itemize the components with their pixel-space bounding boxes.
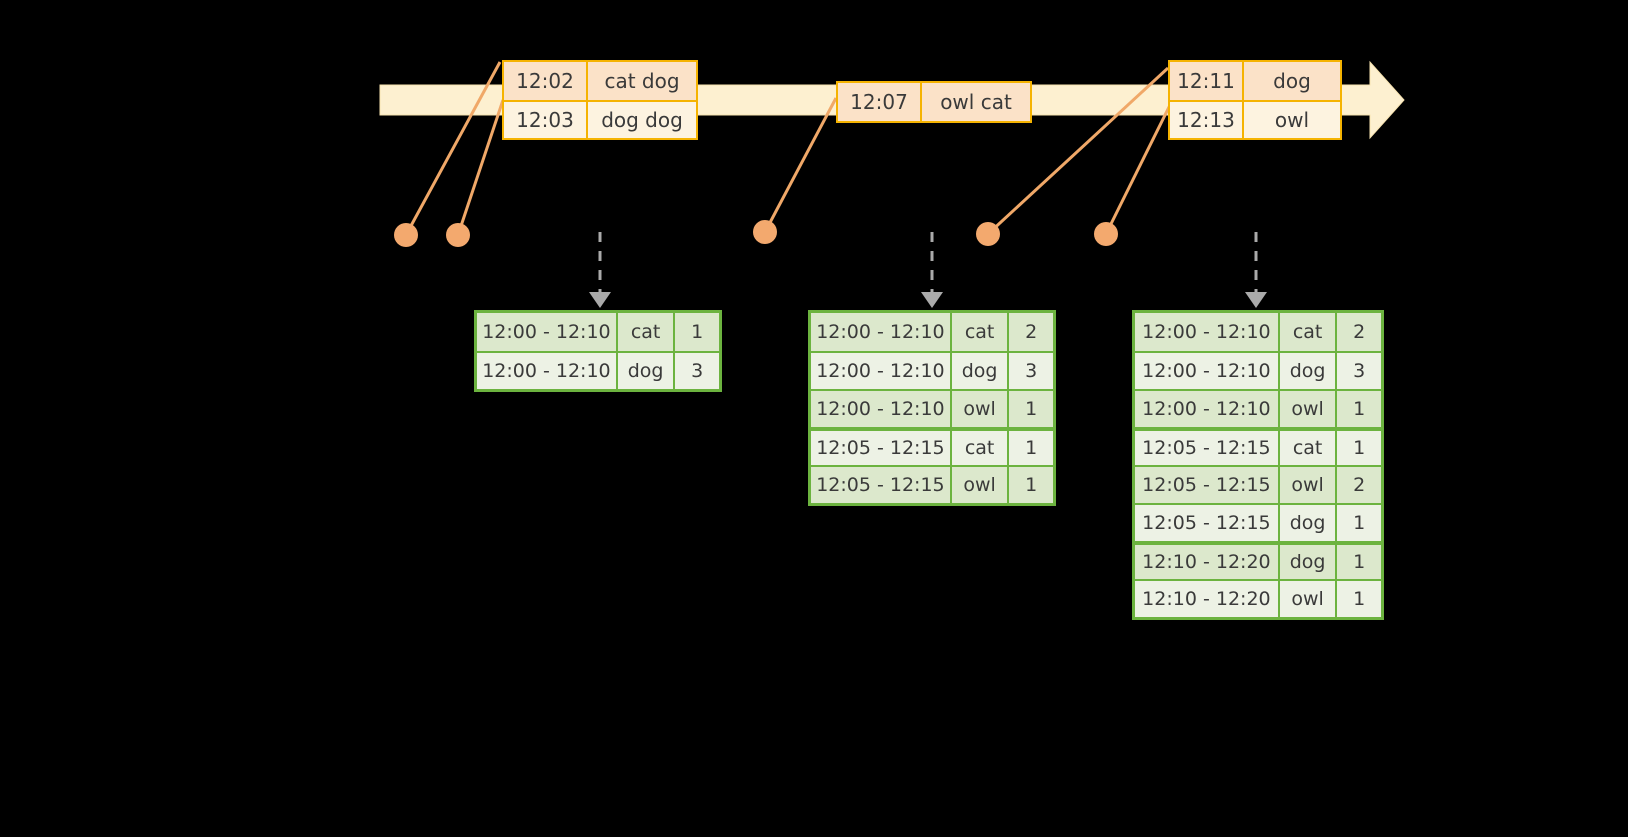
cell-word: owl	[1280, 581, 1338, 617]
cell-count: 2	[1025, 321, 1038, 343]
emit-dot-2	[446, 223, 470, 247]
cell-count: 3	[1025, 360, 1038, 382]
cell-count: 1	[691, 321, 704, 343]
cell-word: dog	[618, 353, 676, 389]
cell-word: cat	[1280, 313, 1338, 351]
stream-event-row[interactable]: 12:11 dog	[1170, 62, 1340, 100]
cell-word: dog	[1280, 353, 1338, 389]
stream-event-row[interactable]: 12:13 owl	[1170, 100, 1340, 138]
cell-word: owl	[1280, 467, 1338, 503]
cell-window: 12:00 - 12:10	[1135, 353, 1280, 389]
event-timestamp: 12:02	[504, 62, 588, 100]
event-timestamp: 12:07	[838, 83, 922, 121]
down-arrow-table-3-head	[1245, 292, 1267, 308]
cell-count: 1	[1353, 398, 1366, 420]
table-down-arrows	[589, 232, 1267, 308]
cell-count: 1	[1353, 551, 1366, 573]
cell-window: 12:00 - 12:10	[477, 313, 618, 351]
down-arrow-table-1-head	[589, 292, 611, 308]
cell-word: dog	[1280, 545, 1338, 579]
cell-window: 12:10 - 12:20	[1135, 545, 1280, 579]
stream-event-group-3[interactable]: 12:11 dog 12:13 owl	[1168, 60, 1342, 140]
stream-event-row[interactable]: 12:07 owl cat	[838, 83, 1030, 121]
cell-word: dog	[952, 353, 1010, 389]
cell-count: 1	[1025, 398, 1038, 420]
cell-word: cat	[952, 313, 1010, 351]
cell-count: 1	[1353, 512, 1366, 534]
event-words: cat dog	[604, 69, 680, 93]
cell-window: 12:10 - 12:20	[1135, 581, 1280, 617]
event-timestamp: 12:03	[504, 102, 588, 138]
event-words: owl cat	[940, 90, 1012, 114]
cell-window: 12:00 - 12:10	[1135, 313, 1280, 351]
connector-line-1	[404, 61, 502, 236]
cell-word: cat	[952, 431, 1010, 465]
event-words: dog dog	[601, 108, 683, 132]
cell-count: 1	[1025, 437, 1038, 459]
cell-window: 12:05 - 12:15	[1135, 431, 1280, 465]
stream-event-group-1[interactable]: 12:02 cat dog 12:03 dog dog	[502, 60, 698, 140]
cell-count: 3	[1353, 360, 1366, 382]
stream-event-row[interactable]: 12:02 cat dog	[504, 62, 696, 100]
cell-count: 2	[1353, 321, 1366, 343]
cell-word: owl	[1280, 391, 1338, 427]
cell-window: 12:00 - 12:10	[811, 391, 952, 427]
cell-window: 12:05 - 12:15	[811, 467, 952, 503]
emit-dot-4	[976, 222, 1000, 246]
cell-count: 1	[1025, 474, 1038, 496]
connector-line-5	[1104, 104, 1172, 235]
cell-window: 12:00 - 12:10	[477, 353, 618, 389]
connector-line-2	[456, 99, 505, 236]
cell-window: 12:00 - 12:10	[811, 353, 952, 389]
event-timestamp: 12:13	[1170, 102, 1244, 138]
down-arrow-table-2-head	[921, 292, 943, 308]
cell-window: 12:05 - 12:15	[1135, 467, 1280, 503]
cell-word: cat	[618, 313, 676, 351]
cell-window: 12:00 - 12:10	[1135, 391, 1280, 427]
event-words: dog	[1273, 69, 1311, 93]
cell-word: cat	[1280, 431, 1338, 465]
stream-event-row[interactable]: 12:03 dog dog	[504, 100, 696, 138]
event-words: owl	[1274, 108, 1310, 132]
cell-count: 1	[1353, 588, 1366, 610]
cell-count: 1	[1353, 437, 1366, 459]
event-emit-dots	[394, 220, 1118, 247]
emit-dot-1	[394, 223, 418, 247]
cell-count: 3	[691, 360, 704, 382]
emit-dot-5	[1094, 222, 1118, 246]
cell-count: 2	[1353, 474, 1366, 496]
cell-window: 12:05 - 12:15	[811, 431, 952, 465]
stream-event-group-2[interactable]: 12:07 owl cat	[836, 81, 1032, 123]
cell-word: owl	[952, 467, 1010, 503]
connector-line-3	[763, 97, 838, 233]
cell-word: dog	[1280, 505, 1338, 541]
event-timestamp: 12:11	[1170, 62, 1244, 100]
emit-dot-3	[753, 220, 777, 244]
cell-window: 12:00 - 12:10	[811, 313, 952, 351]
cell-window: 12:05 - 12:15	[1135, 505, 1280, 541]
cell-word: owl	[952, 391, 1010, 427]
